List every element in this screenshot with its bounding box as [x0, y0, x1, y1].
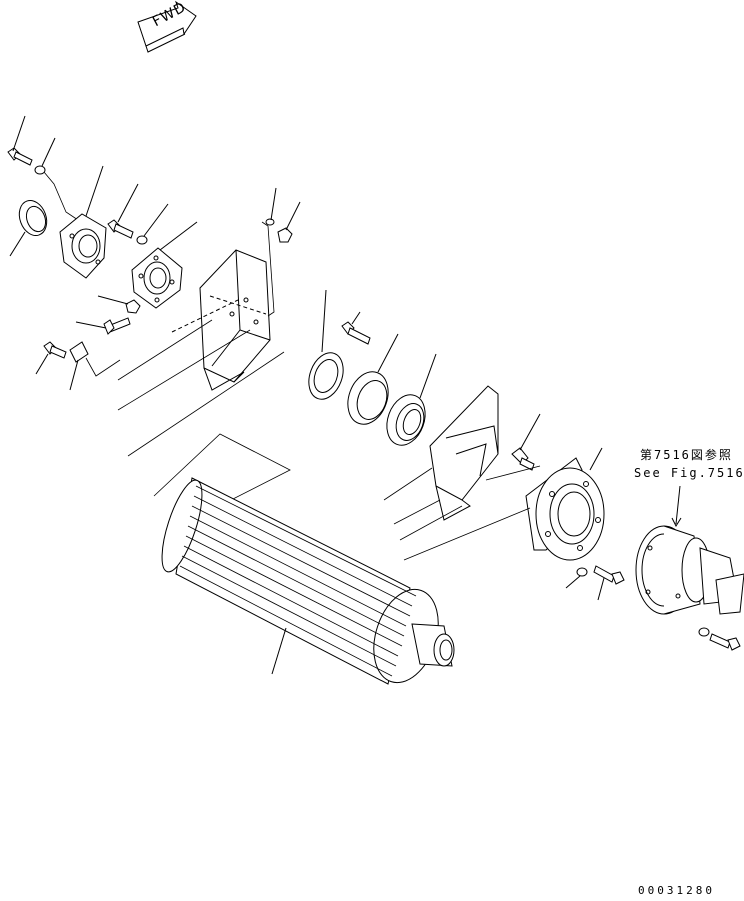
roller-bearing: [380, 354, 436, 451]
bolt-mid: [342, 312, 370, 344]
bearing-flange-unit: [60, 166, 106, 278]
shim-plate: [70, 342, 120, 390]
bolt-lower: [594, 566, 624, 600]
fwd-arrow-icon: [138, 2, 196, 52]
nut-left: [98, 296, 140, 313]
washer-motor: [699, 628, 709, 636]
seal-ring-left: [10, 197, 51, 256]
retainer-ring: [341, 334, 398, 430]
reference-label-en: See Fig.7516: [634, 466, 744, 480]
washer-flange: [137, 204, 168, 244]
reference-label-jp: 第7516図参照: [640, 448, 733, 462]
lockwasher-top: [266, 188, 276, 225]
bolt-left-mid: [76, 318, 130, 334]
bolt-flange: [108, 184, 138, 238]
bolt-left-low: [36, 342, 66, 374]
oil-seal-mid: [303, 290, 349, 404]
frame-bracket-right: [430, 386, 498, 520]
frame-bracket-left: [172, 222, 274, 390]
bolt-left-top: [8, 116, 32, 165]
drawing-number: 00031280: [638, 884, 715, 897]
leader-lines-right: [384, 466, 540, 560]
bolt-motor: [710, 634, 740, 650]
washer-left-top: [35, 138, 78, 220]
travel-motor-assembly: [636, 486, 744, 614]
washer-lower: [566, 568, 587, 588]
bearing-plate: [132, 222, 197, 308]
drive-drum-roller: [154, 476, 454, 691]
motor-flange-housing: [526, 448, 604, 560]
grease-fitting: [512, 414, 540, 470]
nut-top-right: [278, 202, 300, 242]
